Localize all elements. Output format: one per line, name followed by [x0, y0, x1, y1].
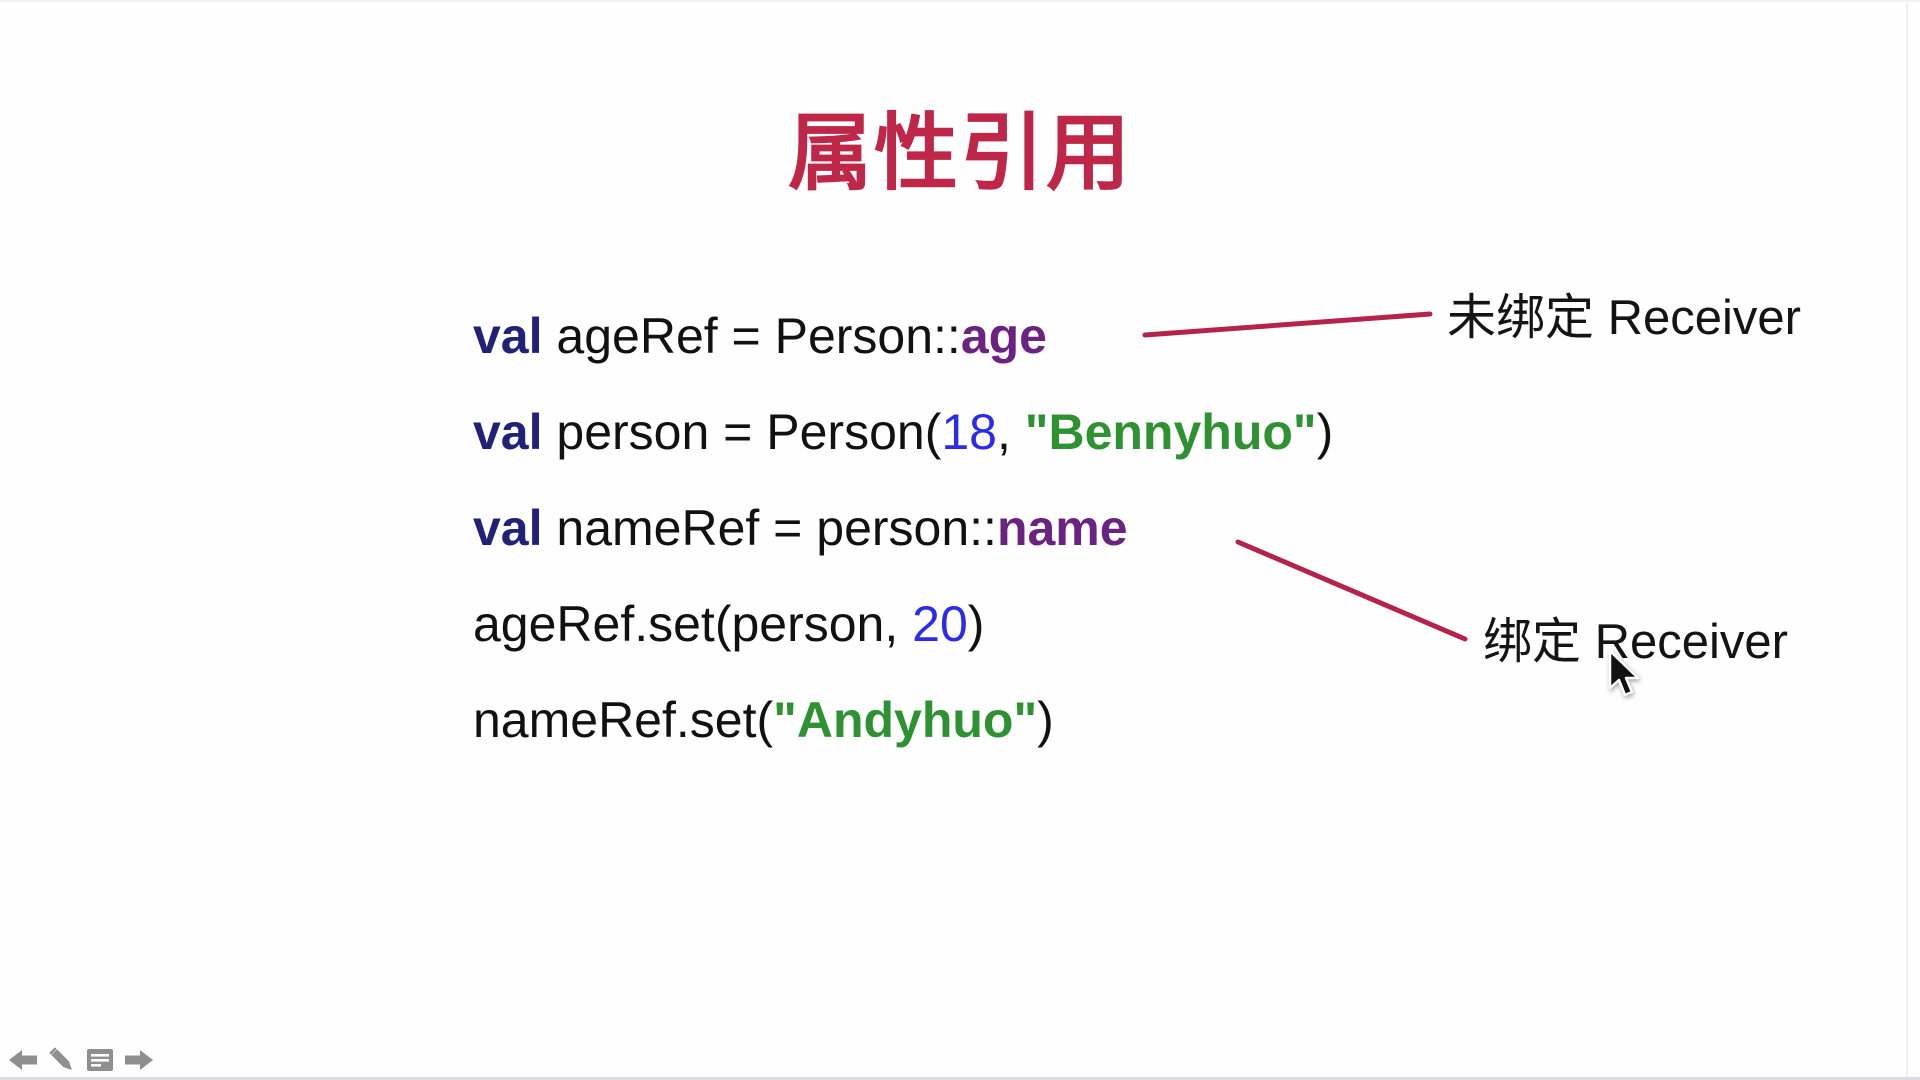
code-line: ageRef.set(person, 20): [473, 576, 1333, 672]
comment-panel-icon: [87, 1049, 113, 1071]
left-arrow-icon: [9, 1050, 37, 1070]
page-title: 属性引用: [787, 106, 1132, 200]
code-token-property: age: [960, 308, 1047, 364]
code-token: nameRef.set(: [473, 692, 774, 748]
pen-tool-button[interactable]: [46, 1044, 78, 1076]
annotation-unbound-receiver: 未绑定 Receiver: [1447, 291, 1801, 345]
prev-slide-button[interactable]: [8, 1044, 40, 1076]
code-line: val nameRef = person::name: [473, 480, 1333, 576]
code-token: ): [1037, 692, 1054, 748]
slideshow-nav-controls: [8, 1044, 154, 1076]
code-token-property: name: [996, 500, 1128, 556]
code-line: val person = Person(18, "Bennyhuo"): [473, 384, 1333, 480]
code-token: ,: [996, 404, 1025, 460]
code-token-number: 20: [912, 596, 968, 652]
window-bottom-edge: [0, 1077, 1920, 1080]
slide-right-edge: [1906, 2, 1908, 1080]
mouse-cursor: [1608, 650, 1640, 697]
code-token: ageRef.set(person,: [473, 596, 913, 652]
annotation-bound-receiver: 绑定 Receiver: [1483, 615, 1788, 669]
code-token-keyword: val: [473, 308, 543, 364]
next-slide-button[interactable]: [122, 1044, 154, 1076]
code-token-keyword: val: [473, 404, 543, 460]
right-arrow-icon: [125, 1050, 153, 1070]
code-token-keyword: val: [473, 500, 543, 556]
code-line: val ageRef = Person::age: [473, 288, 1333, 384]
code-token: ): [967, 596, 985, 652]
code-token-string: "Bennyhuo": [1024, 404, 1317, 460]
code-line: nameRef.set("Andyhuo"): [473, 672, 1333, 768]
code-block: val ageRef = Person::age val person = Pe…: [473, 288, 1333, 768]
pen-icon: [49, 1047, 72, 1070]
annotation-menu-button[interactable]: [84, 1044, 116, 1076]
code-token: ): [1316, 404, 1334, 460]
code-token: nameRef = person::: [542, 500, 997, 556]
code-token: ageRef = Person::: [542, 308, 961, 364]
code-token-string: "Andyhuo": [773, 692, 1038, 748]
code-token-number: 18: [941, 404, 997, 460]
code-token: person = Person(: [542, 404, 942, 460]
